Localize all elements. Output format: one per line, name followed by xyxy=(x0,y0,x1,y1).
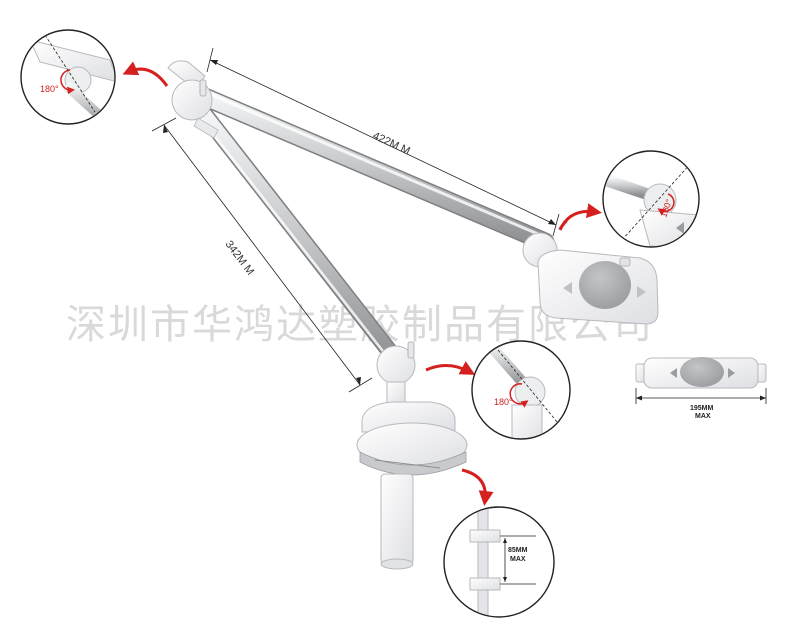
clamp-opening-label: 85MM xyxy=(508,547,528,554)
top-joint xyxy=(167,60,219,139)
desk-clamp xyxy=(356,401,468,570)
holder-width-note: MAX xyxy=(695,413,711,420)
upper-arm-dimension: 422M M xyxy=(206,47,560,237)
clamp-opening-detail: 85MM MAX xyxy=(443,506,555,618)
clamp-opening-note: MAX xyxy=(510,556,526,563)
tablet-holder xyxy=(522,220,659,325)
base-joint-arrow xyxy=(425,361,476,375)
top-joint-detail: 180° xyxy=(20,29,116,125)
holder-pad xyxy=(579,261,631,309)
base-joint xyxy=(376,341,416,405)
upper-arm-pole xyxy=(190,85,555,252)
holder-joint-detail: 180° xyxy=(602,150,700,248)
clamp-arrow xyxy=(461,468,494,506)
top-joint-arrow xyxy=(122,61,169,87)
holder-joint-arrow xyxy=(558,203,602,231)
holder-width-label: 195MM xyxy=(690,405,714,412)
base-joint-detail: 180° xyxy=(471,340,571,440)
top-joint-rotation-label: 180° xyxy=(40,84,59,94)
holder-width-inset: 195MM MAX xyxy=(635,357,767,420)
lower-arm-pole xyxy=(196,106,407,371)
lower-arm-length-label: 342M M xyxy=(223,239,257,278)
base-joint-rotation-label: 180° xyxy=(494,397,513,407)
upper-arm-length-label: 422M M xyxy=(371,130,412,158)
